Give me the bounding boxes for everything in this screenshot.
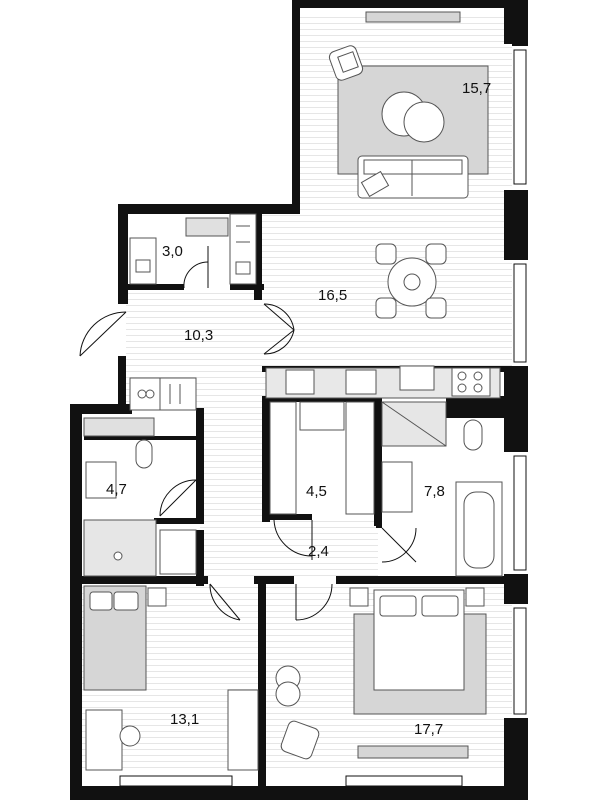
bathroom-right-fixtures (381, 401, 503, 577)
room-area-labels: 15,7 16,5 3,0 10,3 4,7 4,5 7,8 2,4 13,1 … (106, 80, 491, 738)
dressing-room-fixtures (269, 401, 375, 515)
area-label-living-room: 15,7 (462, 80, 491, 97)
area-label-kitchen-living: 16,5 (318, 287, 347, 304)
kitchen-counter (265, 365, 501, 399)
windows (119, 49, 527, 787)
storage-fixtures (129, 213, 257, 285)
bathroom-left-fixtures (83, 417, 197, 577)
area-label-corridor: 2,4 (308, 543, 329, 560)
living-room-furniture (328, 11, 489, 199)
area-label-bathroom-left: 4,7 (106, 481, 127, 498)
area-label-hallway: 10,3 (184, 327, 213, 344)
area-label-bedroom-left: 13,1 (170, 711, 199, 728)
area-label-storage: 3,0 (162, 243, 183, 260)
bedroom-left-furniture (83, 585, 259, 771)
area-label-bedroom-right: 17,7 (414, 721, 443, 738)
dining-table (375, 243, 447, 319)
area-label-bathroom-right: 7,8 (424, 483, 445, 500)
area-label-dressing-room: 4,5 (306, 483, 327, 500)
bedroom-right-furniture (275, 587, 487, 760)
doors (79, 246, 417, 621)
hallway-wardrobe (129, 377, 197, 411)
